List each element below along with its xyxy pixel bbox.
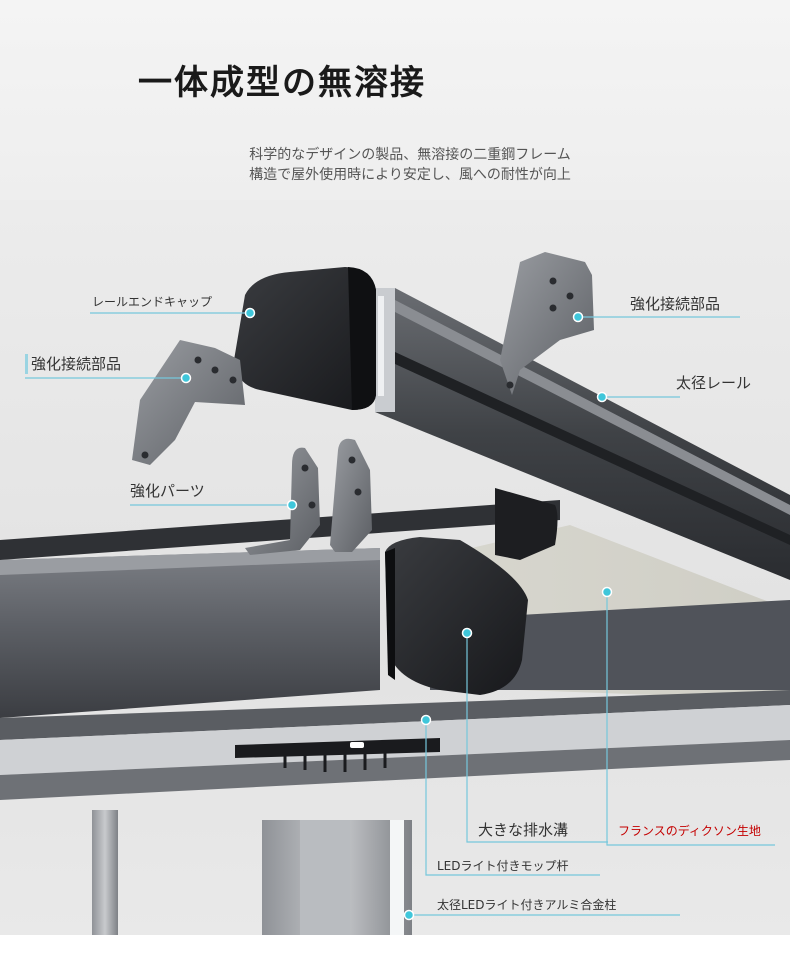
callout-dots <box>180 307 613 921</box>
label-reinforced-joint-left: 強化接続部品 <box>25 354 121 374</box>
label-led-mop-bar: LEDライト付きモップ杆 <box>437 859 569 873</box>
subtitle-line-2: 構造で屋外使用時により安定し、風への耐性が向上 <box>249 167 571 183</box>
pergola-structure-illustration <box>0 252 790 935</box>
reinforced-parts <box>245 438 372 555</box>
led-mop-bar <box>235 738 440 772</box>
subtitle-line-1: 科学的なデザインの製品、無溶接の二重鋼フレーム <box>249 147 571 163</box>
rail-end-cap <box>234 267 376 410</box>
callout-lines <box>25 312 775 916</box>
header-background <box>0 0 790 200</box>
label-large-drain: 大きな排水溝 <box>478 821 569 839</box>
label-led-aluminum-post: 太径LEDライト付きアルミ合金柱 <box>437 898 617 912</box>
label-reinforced-joint-right: 強化接続部品 <box>630 295 721 313</box>
aluminum-posts <box>92 810 412 935</box>
secondary-beam-cap <box>495 488 558 560</box>
reinforced-joint-plate-left <box>132 340 245 465</box>
label-large-rail: 太径レール <box>676 374 752 392</box>
page-title: 一体成型の無溶接 <box>138 63 426 103</box>
label-rail-end-cap: レールエンドキャップ <box>92 295 213 309</box>
beam-end-cap <box>385 537 528 695</box>
label-reinforced-parts: 強化パーツ <box>130 482 205 500</box>
reinforced-joint-plate-right <box>500 252 594 395</box>
page-subtitle: 科学的なデザインの製品、無溶接の二重鋼フレーム 構造で屋外使用時により安定し、風… <box>180 145 640 185</box>
large-rail <box>375 288 790 580</box>
label-french-fabric: フランスのディクソン生地 <box>618 824 761 838</box>
